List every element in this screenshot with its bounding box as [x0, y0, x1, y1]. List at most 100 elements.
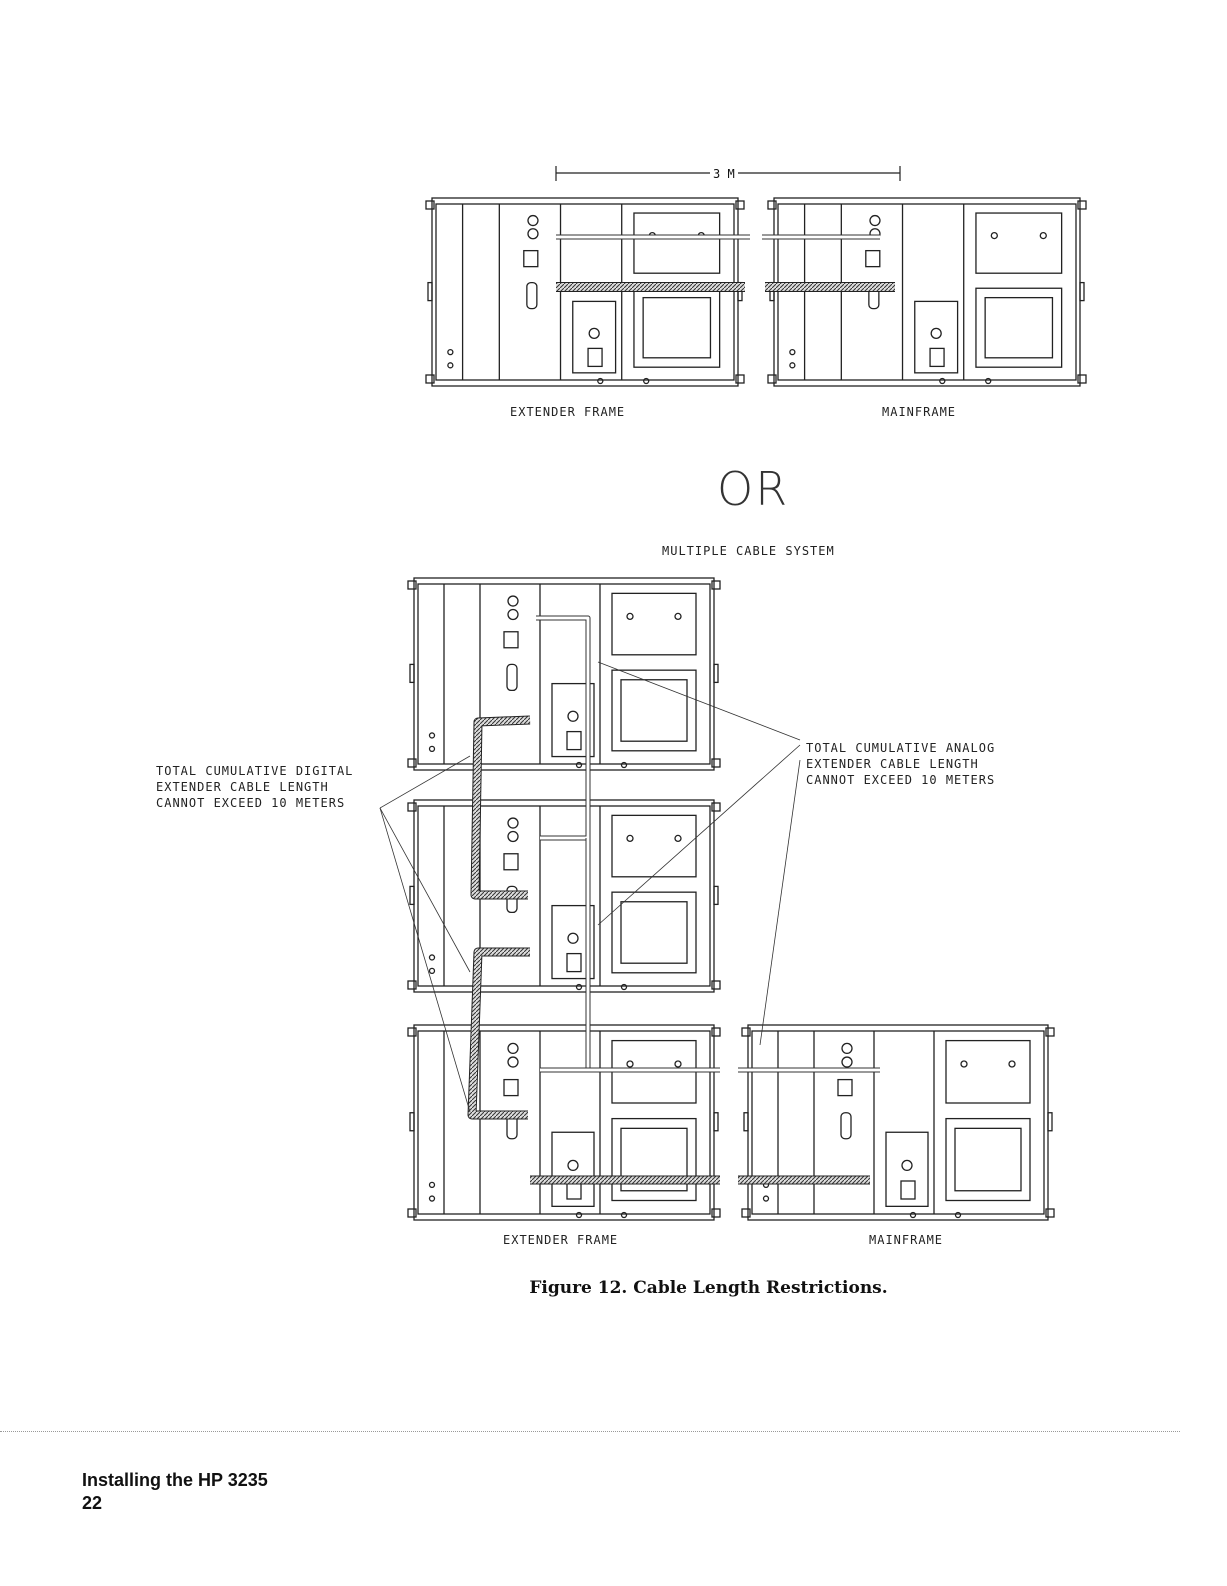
control-panel-switch — [866, 251, 880, 267]
panel-screw — [675, 835, 681, 841]
digital-cable-2-3-outline — [472, 952, 530, 1115]
bottom-screw — [598, 379, 603, 384]
bottom-screw — [911, 1213, 916, 1218]
stack-extender-frame-1 — [408, 578, 720, 770]
mount-tab — [712, 981, 720, 989]
digital-cable-note: TOTAL CUMULATIVE DIGITAL EXTENDER CABLE … — [156, 763, 353, 811]
bottom-screw — [622, 763, 627, 768]
bottom-screw — [622, 985, 627, 990]
top-mainframe-label: MAINFRAME — [882, 405, 956, 419]
digital-note-line-1: TOTAL CUMULATIVE DIGITAL — [156, 763, 353, 779]
connector-port — [507, 664, 517, 690]
frame-inner — [418, 584, 710, 764]
bottom-screw — [956, 1213, 961, 1218]
panel-screw — [627, 1061, 633, 1067]
panel-screw — [627, 613, 633, 619]
analog-cable-1-2-outline — [536, 618, 588, 838]
mount-tab — [426, 375, 434, 383]
connector-port — [841, 1113, 851, 1139]
indicator-led — [870, 216, 880, 226]
stack-extender-frame-2 — [408, 800, 720, 992]
analog-cable-note: TOTAL CUMULATIVE ANALOG EXTENDER CABLE L… — [806, 740, 995, 788]
fuse-holder — [589, 328, 599, 338]
status-led — [448, 350, 453, 355]
side-handle — [410, 886, 414, 904]
indicator-led — [842, 1043, 852, 1053]
frame-inner — [418, 1031, 710, 1214]
fan-housing — [612, 892, 696, 973]
status-led — [430, 1182, 435, 1187]
indicator-led — [508, 1043, 518, 1053]
line-inlet — [901, 1181, 915, 1199]
fan-grille — [621, 902, 687, 963]
fan-grille — [643, 298, 710, 358]
bottom-screw — [577, 763, 582, 768]
fuse-holder — [902, 1160, 912, 1170]
or-separator: OR — [717, 462, 789, 516]
status-led — [790, 363, 795, 368]
control-panel-switch — [504, 632, 518, 648]
bottom-screw — [940, 379, 945, 384]
power-module — [552, 1132, 594, 1206]
upper-panel — [976, 213, 1062, 273]
mount-tab — [736, 201, 744, 209]
bottom-screw — [577, 1213, 582, 1218]
status-led — [430, 1196, 435, 1201]
analog-leader-line — [598, 662, 800, 740]
fuse-holder — [568, 933, 578, 943]
digital-leader-line — [380, 808, 470, 1112]
fuse-holder — [568, 711, 578, 721]
panel-screw — [1040, 233, 1046, 239]
line-inlet — [567, 732, 581, 750]
upper-panel — [946, 1041, 1030, 1103]
fan-housing — [634, 288, 720, 367]
power-module — [886, 1132, 928, 1206]
side-handle — [1048, 1113, 1052, 1131]
digital-note-line-2: EXTENDER CABLE LENGTH — [156, 779, 353, 795]
analog-leader-line — [598, 745, 800, 925]
analog-cable-1-2 — [536, 618, 588, 838]
mount-tab — [408, 803, 416, 811]
side-handle — [744, 1113, 748, 1131]
fan-grille — [621, 680, 687, 741]
footer-page-number: 22 — [82, 1493, 102, 1514]
mount-tab — [736, 375, 744, 383]
panel-screw — [675, 1061, 681, 1067]
analog-note-line-1: TOTAL CUMULATIVE ANALOG — [806, 740, 995, 756]
bottom-mainframe-label: MAINFRAME — [869, 1233, 943, 1247]
fan-grille — [955, 1128, 1021, 1190]
control-panel-switch — [838, 1080, 852, 1096]
mount-tab — [712, 759, 720, 767]
footer-section-title: Installing the HP 3235 — [82, 1470, 268, 1491]
mount-tab — [408, 581, 416, 589]
mount-tab — [768, 201, 776, 209]
mount-tab — [1046, 1028, 1054, 1036]
panel-screw — [627, 835, 633, 841]
fan-housing — [976, 288, 1062, 367]
indicator-led — [508, 596, 518, 606]
multiple-cable-system-title: MULTIPLE CABLE SYSTEM — [662, 544, 835, 558]
indicator-led — [508, 609, 518, 619]
fuse-holder — [568, 1160, 578, 1170]
upper-panel — [634, 213, 720, 273]
digital-cable-1-2-outline — [475, 720, 530, 895]
control-panel-switch — [524, 251, 538, 267]
mount-tab — [408, 759, 416, 767]
panel-screw — [961, 1061, 967, 1067]
bottom-screw — [986, 379, 991, 384]
bottom-mainframe — [742, 1025, 1054, 1220]
fan-grille — [985, 298, 1052, 358]
frame-inner — [418, 806, 710, 986]
mount-tab — [712, 581, 720, 589]
mount-tab — [1078, 201, 1086, 209]
mount-tab — [1078, 375, 1086, 383]
mount-tab — [408, 1028, 416, 1036]
mount-tab — [408, 1209, 416, 1217]
upper-panel — [612, 593, 696, 654]
bottom-extender-frame-label: EXTENDER FRAME — [503, 1233, 618, 1247]
bottom-screw — [577, 985, 582, 990]
fan-housing — [612, 670, 696, 751]
side-handle — [714, 886, 718, 904]
mount-tab — [712, 803, 720, 811]
footer-divider — [0, 1431, 1180, 1432]
